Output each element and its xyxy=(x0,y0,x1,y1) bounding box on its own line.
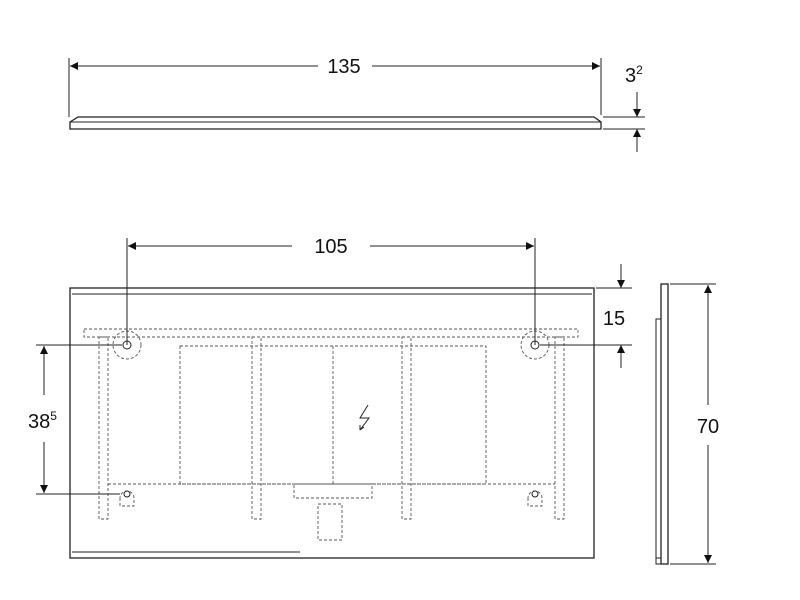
side-view: 70 xyxy=(655,283,719,565)
top-offset-label: 15 xyxy=(603,308,625,330)
top-view: 135 32 xyxy=(68,56,645,152)
width-dimension-label: 135 xyxy=(327,56,360,78)
lightning-bolt-icon xyxy=(359,404,370,431)
mount-distance-label: 105 xyxy=(314,236,347,258)
vertical-superscript: 5 xyxy=(50,409,57,423)
vertical-distance-label: 385 xyxy=(28,409,57,433)
side-panel xyxy=(660,283,669,565)
mount-point-lower-right xyxy=(527,490,543,507)
mount-point-lower-left xyxy=(119,490,135,507)
thickness-dimension-label: 32 xyxy=(625,63,643,87)
front-view: 105 15 385 xyxy=(28,236,632,559)
height-label: 70 xyxy=(697,416,719,438)
mirror-panel-outline xyxy=(69,287,595,559)
top-view-panel xyxy=(69,116,602,130)
thickness-superscript: 2 xyxy=(636,63,643,77)
